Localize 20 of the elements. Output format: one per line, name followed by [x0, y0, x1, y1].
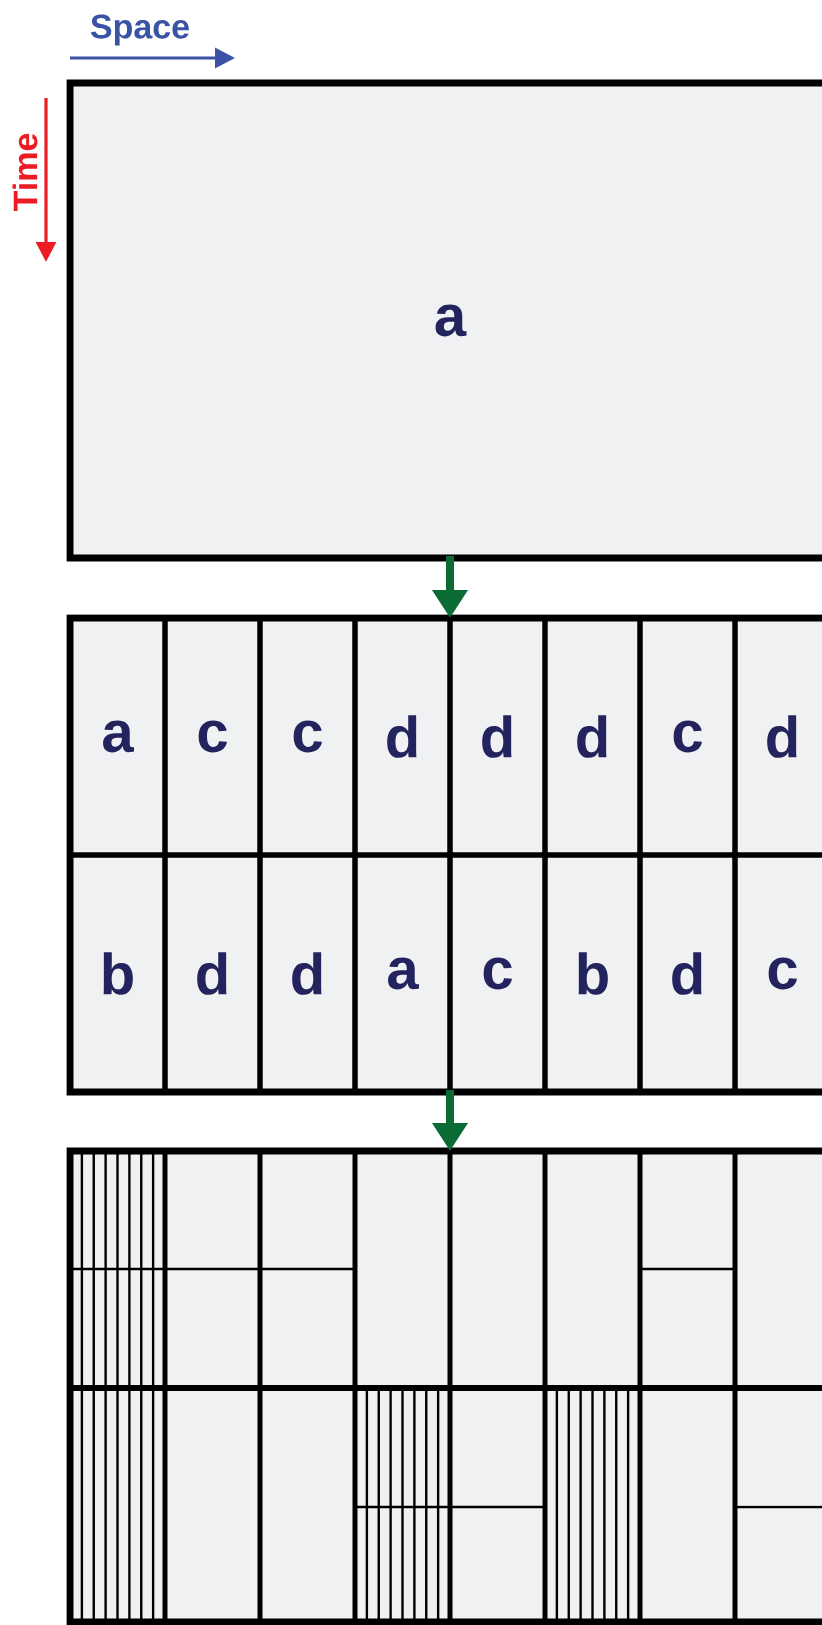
letter-box: a: [66, 79, 822, 562]
letter-cell: c: [732, 852, 822, 1095]
letter-cell: d: [732, 615, 822, 858]
letter-cell: d: [352, 615, 453, 858]
letter-cell: d: [542, 615, 643, 858]
letter-cell: d: [257, 852, 358, 1095]
letter-cell: d: [162, 852, 263, 1095]
panel-box: [66, 614, 822, 1096]
letter-cell: c: [447, 852, 548, 1095]
letter-cell: c: [637, 615, 738, 858]
letter-cell: d: [447, 615, 548, 858]
letter-cell: b: [67, 852, 168, 1095]
axis-label: Time: [12, 133, 38, 211]
letter-cell: a: [352, 852, 453, 1095]
letter-cell: a: [67, 615, 168, 858]
axis-label: Space: [90, 14, 189, 46]
letter-cell: d: [637, 852, 738, 1095]
letter-cell: b: [542, 852, 643, 1095]
letter-cell: c: [162, 615, 263, 858]
letter-cell: c: [257, 615, 358, 858]
